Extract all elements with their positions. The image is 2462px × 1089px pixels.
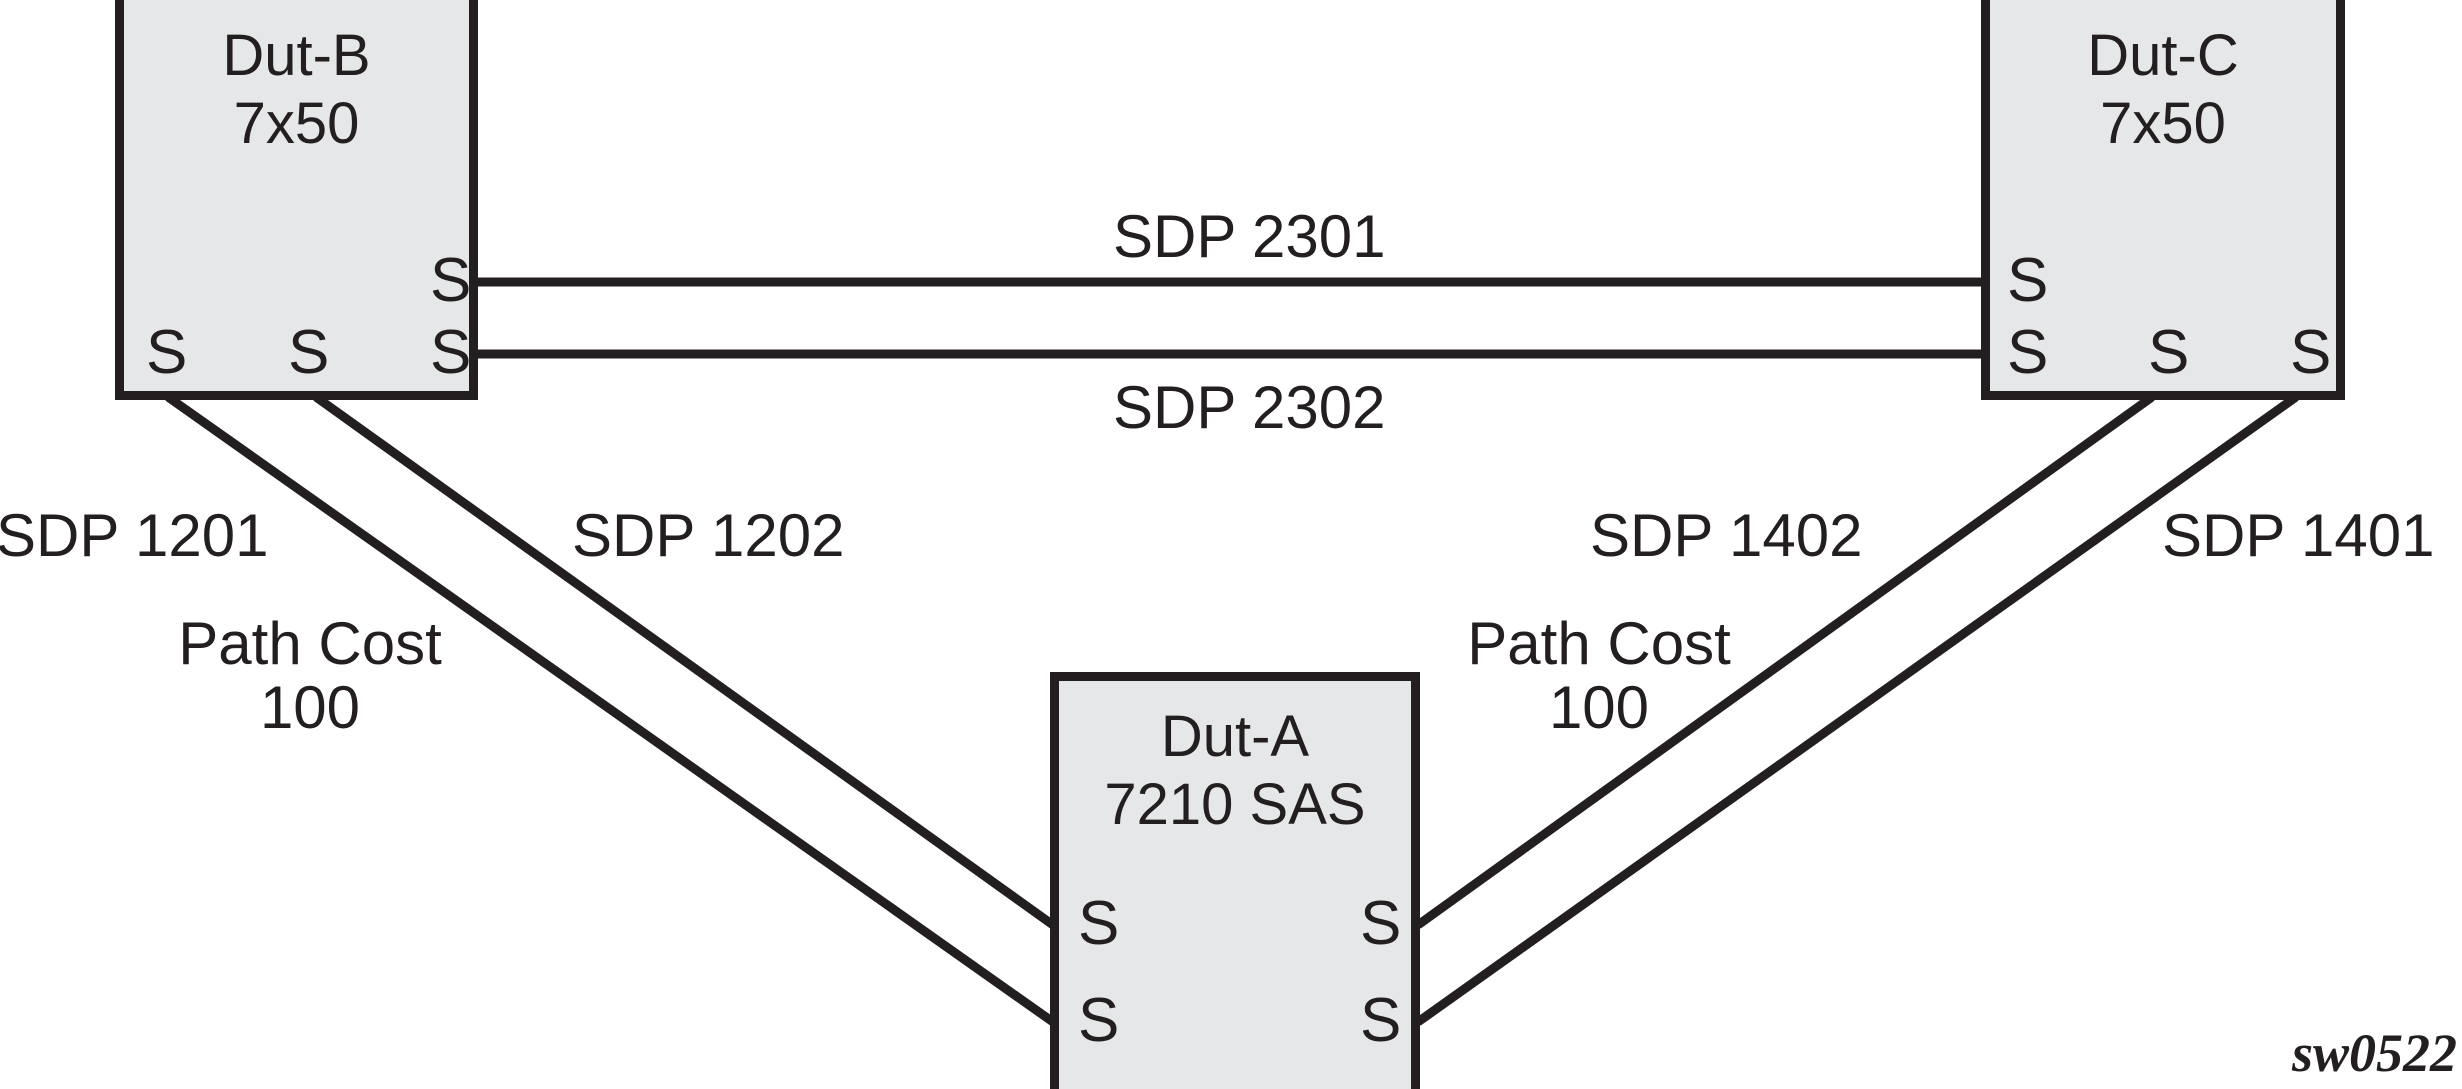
link-line-sdp-1201 — [165, 393, 1056, 1026]
node-dut-a[interactable]: Dut-A 7210 SAS — [1050, 672, 1420, 1089]
port-s-dut-c-2: S — [2007, 318, 2049, 387]
link-line-sdp-1202 — [313, 393, 1056, 929]
path-cost-right-value: 100 — [1548, 674, 1650, 741]
link-label-sdp-1201: SDP 1201 — [0, 502, 269, 569]
node-dut-b-model: 7x50 — [233, 91, 360, 156]
port-s-dut-b-3: S — [430, 246, 472, 315]
node-dut-a-title: Dut-A 7210 SAS — [1059, 703, 1411, 839]
node-dut-c-model: 7x50 — [2100, 91, 2226, 156]
node-dut-b-name: Dut-B — [222, 23, 371, 88]
link-label-sdp-2302: SDP 2302 — [1113, 374, 1386, 441]
link-label-sdp-1202: SDP 1202 — [572, 502, 845, 569]
node-dut-c-title: Dut-C 7x50 — [1990, 22, 2336, 158]
port-s-dut-c-4: S — [2290, 318, 2332, 387]
port-s-dut-b-4: S — [430, 318, 472, 387]
port-s-dut-c-1: S — [2007, 246, 2049, 315]
port-s-dut-a-3: S — [1360, 889, 1402, 958]
node-dut-b[interactable]: Dut-B 7x50 — [115, 0, 478, 400]
port-s-dut-a-2: S — [1078, 986, 1120, 1055]
port-s-dut-a-4: S — [1360, 986, 1402, 1055]
node-dut-c-name: Dut-C — [2087, 23, 2239, 88]
figure-id-watermark: sw0522 — [2292, 1023, 2458, 1083]
link-label-sdp-2301: SDP 2301 — [1113, 203, 1386, 270]
node-dut-b-title: Dut-B 7x50 — [124, 22, 469, 158]
port-s-dut-b-2: S — [288, 318, 330, 387]
path-cost-right-label: Path Cost — [1467, 610, 1731, 677]
link-line-sdp-1402 — [1415, 393, 2155, 929]
node-dut-a-name: Dut-A — [1160, 704, 1310, 769]
path-cost-left-value: 100 — [259, 674, 361, 741]
path-cost-right: Path Cost 100 — [1449, 612, 1749, 740]
link-label-sdp-1401: SDP 1401 — [2162, 502, 2435, 569]
node-dut-a-model: 7210 SAS — [1104, 772, 1366, 837]
path-cost-left: Path Cost 100 — [160, 612, 460, 740]
node-dut-c[interactable]: Dut-C 7x50 — [1981, 0, 2345, 400]
link-label-sdp-1402: SDP 1402 — [1590, 502, 1863, 569]
link-line-sdp-1401 — [1415, 393, 2299, 1026]
port-s-dut-b-1: S — [146, 318, 188, 387]
path-cost-left-label: Path Cost — [178, 610, 442, 677]
port-s-dut-c-3: S — [2148, 318, 2190, 387]
port-s-dut-a-1: S — [1078, 889, 1120, 958]
